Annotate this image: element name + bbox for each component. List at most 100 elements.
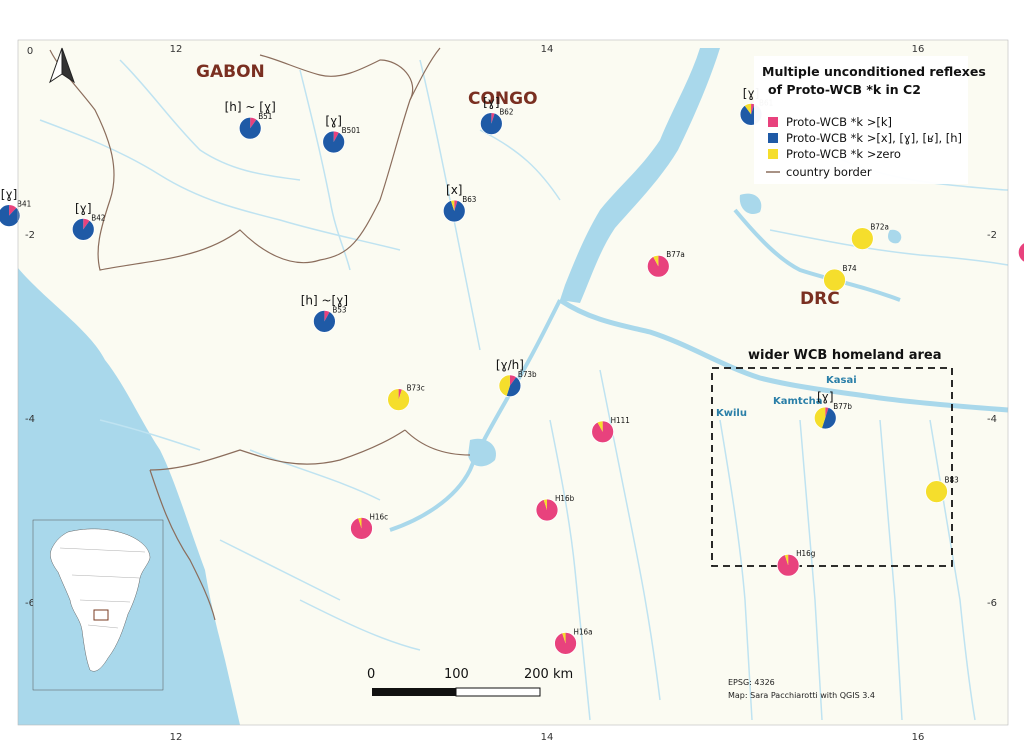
pie-outline <box>1017 242 1024 263</box>
pie-slice-zero <box>851 227 874 250</box>
pie-slice-k <box>751 103 755 115</box>
lat-tick-right--6: -6 <box>987 598 997 609</box>
pie-outline <box>554 632 577 655</box>
legend: Multiple unconditioned reflexes of Proto… <box>754 56 986 184</box>
pie-slice-zero <box>498 374 510 397</box>
pie-slice-k <box>83 218 90 230</box>
pie-slice-fricative <box>506 376 521 397</box>
river-label-kasai: Kasai <box>826 375 857 386</box>
pie-slice-k <box>509 374 517 386</box>
scale-bar: 0 100 200 km <box>367 667 573 697</box>
legend-item-zero: Proto-WCB *k >zero <box>786 147 901 161</box>
river-label-kwilu: Kwilu <box>716 408 747 419</box>
pie-outline <box>498 374 522 398</box>
site-reflex-label: [ɣ] <box>483 96 500 110</box>
site-b81: B81 <box>1017 242 1024 263</box>
pie-slice-k <box>398 388 402 400</box>
scale-label-200: 200 km <box>524 667 573 682</box>
site-b62: B62[ɣ] <box>479 96 513 135</box>
site-code-label: B501 <box>342 126 361 135</box>
pie-outline <box>776 553 800 577</box>
site-code-label: B41 <box>17 200 31 209</box>
pie-slice-k <box>491 112 495 124</box>
pie-slice-zero <box>744 103 752 115</box>
sites-layer: B51[h] ~ [ɣ]B501[ɣ]B62[ɣ]B61[ɣ]B63[x]B41… <box>0 86 1024 655</box>
site-h16g: H16g <box>776 549 815 577</box>
lon-tick-bottom-14: 14 <box>541 732 554 743</box>
pie-slice-zero <box>543 499 547 510</box>
lon-tick-bottom-16: 16 <box>912 732 925 743</box>
credit-epsg: EPSG: 4326 <box>728 678 775 687</box>
site-h16c: H16c <box>350 512 388 540</box>
pie-outline <box>312 309 336 333</box>
site-b51: B51[h] ~ [ɣ] <box>225 100 276 140</box>
country-label-gabon: GABON <box>196 62 265 82</box>
pie-slice-k <box>454 200 458 211</box>
pie-slice-fricative <box>821 407 837 429</box>
north-arrow-icon <box>49 47 75 84</box>
pie-outline <box>535 498 559 522</box>
pie-outline <box>850 227 874 251</box>
site-code-label: H16g <box>796 549 815 558</box>
legend-title-line1: Multiple unconditioned reflexes <box>762 64 986 79</box>
pie-slice-k <box>825 407 829 418</box>
homeland-area-box <box>711 367 953 567</box>
pie-slice-zero <box>597 420 603 432</box>
country-label-congo: CONGO <box>468 89 538 109</box>
homeland-label: wider WCB homeland area <box>748 348 941 363</box>
site-reflex-label: [ɣ] <box>75 201 92 215</box>
pie-outline <box>646 254 670 278</box>
pie-slice-k <box>333 131 339 142</box>
site-b83: B83 <box>925 476 959 504</box>
pie-slice-fricative <box>72 218 95 241</box>
pie-outline <box>0 204 21 227</box>
pie-outline <box>71 217 95 241</box>
pie-outline <box>322 130 346 154</box>
site-code-label: B51 <box>258 112 272 121</box>
lat-tick-left-0: 0 <box>27 46 33 57</box>
site-reflex-label: [ɣ/h] <box>496 358 524 372</box>
site-b77b: B77b[ɣ] <box>813 390 852 430</box>
pie-slice-k <box>554 632 577 655</box>
pie-outline <box>350 517 373 540</box>
site-h111: H111 <box>591 416 630 444</box>
lat-tick-left--2: -2 <box>25 230 35 241</box>
site-code-label: B73b <box>518 370 537 379</box>
lon-tick-top-12: 12 <box>170 44 183 55</box>
pie-outline <box>591 420 615 444</box>
pie-slice-zero <box>925 480 948 503</box>
site-reflex-label: [ɣ] <box>1 188 18 202</box>
site-code-label: B63 <box>462 195 476 204</box>
pie-slice-fricative <box>239 117 262 140</box>
pie-slice-k <box>591 420 614 443</box>
pie-slice-zero <box>784 554 789 566</box>
pie-slice-k <box>324 310 330 322</box>
site-h16a: H16a <box>554 627 593 655</box>
pie-slice-k <box>9 204 17 216</box>
pie-outline <box>238 116 262 140</box>
pie-outline <box>479 112 503 135</box>
legend-swatch-zero <box>768 149 778 159</box>
pie-slice-zero <box>387 388 410 411</box>
lat-tick-left--4: -4 <box>25 414 35 425</box>
pie-slice-k <box>250 117 257 129</box>
site-reflex-label: [h] ~ [ɣ] <box>225 100 276 114</box>
site-code-label: H16b <box>555 494 575 503</box>
pie-slice-zero <box>358 517 362 529</box>
scale-label-0: 0 <box>367 667 375 682</box>
scale-label-100: 100 <box>444 667 469 682</box>
site-code-label: B42 <box>91 213 105 222</box>
site-code-label: B73c <box>407 384 425 393</box>
site-b72a: B72a <box>850 223 889 251</box>
site-code-label: B53 <box>332 305 346 314</box>
site-b53: B53[h] ~[ɣ] <box>301 293 348 333</box>
pie-slice-zero <box>653 255 659 267</box>
site-b73c: B73c <box>387 384 425 412</box>
site-code-label: B77a <box>666 250 685 259</box>
site-code-label: B74 <box>843 264 858 273</box>
site-code-label: B83 <box>945 476 959 485</box>
pie-slice-zero <box>823 269 846 291</box>
lon-tick-top-16: 16 <box>912 44 925 55</box>
pie-slice-fricative <box>0 204 21 227</box>
